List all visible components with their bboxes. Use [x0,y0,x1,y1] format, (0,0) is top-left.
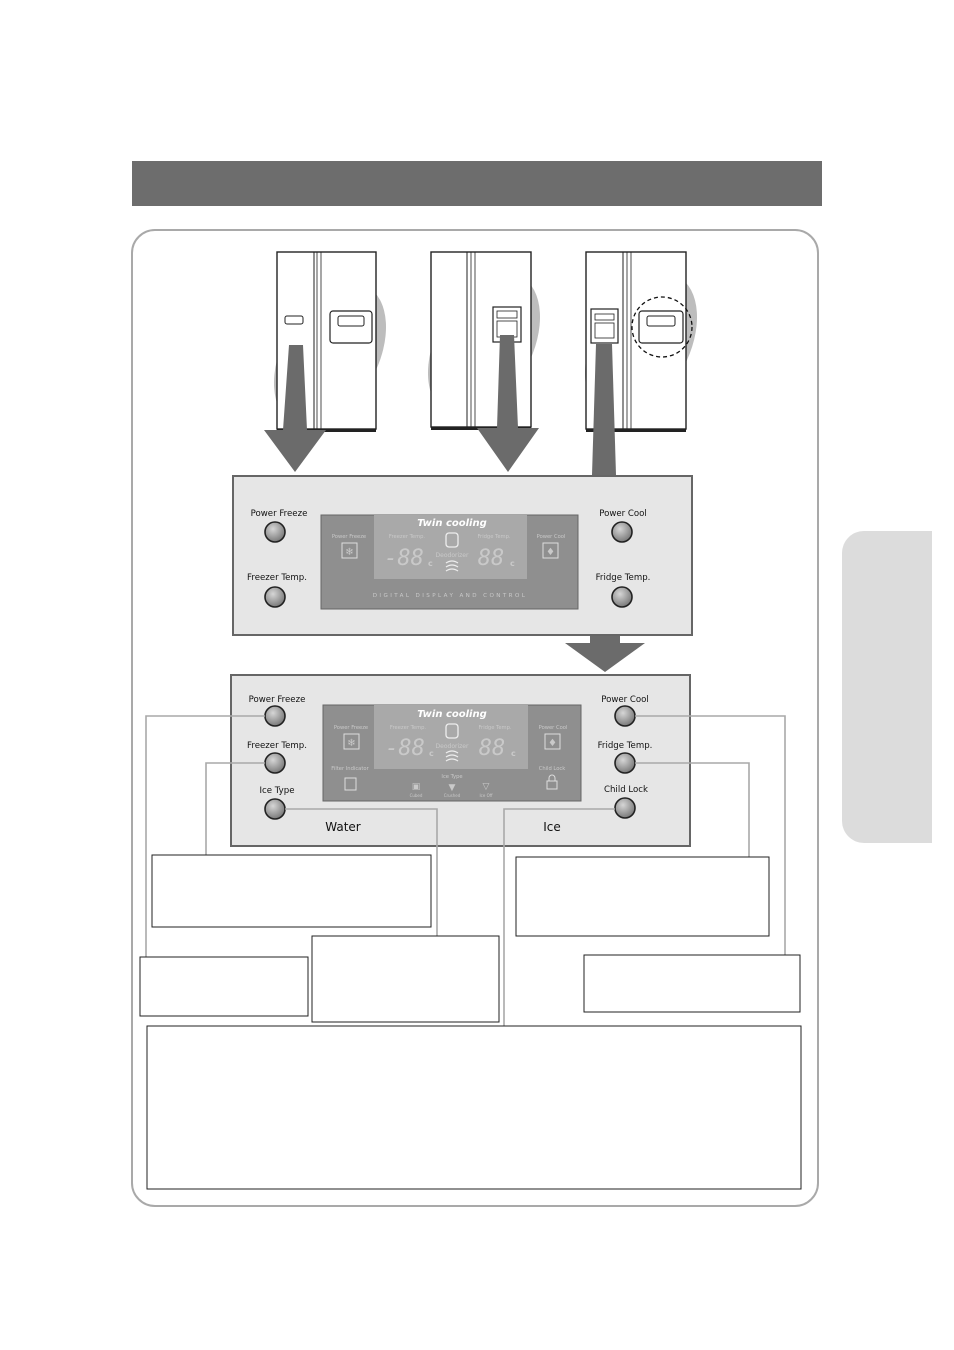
lower-label-power-freeze: Power Freeze [249,695,306,705]
lower-label-fridge-temp: Fridge Temp. [598,741,653,751]
lower-drop-glyph: ♦ [548,738,557,749]
lower-display-child-lock: Child Lock [539,766,566,772]
filter-icon [344,777,357,791]
upper-control-panel: Power Freeze Freezer Temp. Power Cool Fr… [232,475,693,636]
lower-display-freezer-unit: c [429,749,434,758]
arrow-fridge-1 [264,345,326,472]
lower-label-child-lock: Child Lock [604,785,648,795]
cubed-ice-icon: ▣ [412,782,421,792]
upper-fridge-temp-button[interactable] [611,586,633,608]
upper-label-freezer-temp: Freezer Temp. [247,573,307,583]
fridge-model-3 [584,251,698,432]
lower-display-cubed: Cubed [410,793,423,798]
drop-icon [542,542,559,559]
lock-icon [546,774,558,790]
arrow-fridge-2 [477,335,539,472]
ice-off-icon: ▽ [483,782,490,792]
wave-icon [445,560,459,572]
callout-power-cool [583,954,801,1013]
arrow-to-detail [565,636,645,672]
callout-ice-type [311,935,500,1023]
lower-child-lock-button[interactable] [614,797,636,819]
lower-label-ice: Ice [543,820,561,834]
lower-label-ice-type: Ice Type [259,786,294,796]
upper-freezer-temp-button[interactable] [264,586,286,608]
lower-display-crushed: Crushed [444,793,461,798]
fridge-model-1 [273,251,387,432]
lower-display-brand: Twin cooling [417,709,487,720]
upper-label-power-freeze: Power Freeze [251,509,308,519]
lower-display-freezer-digits: -88 [385,736,425,761]
lower-display-fridge-temp: Fridge Temp. [478,725,511,731]
lower-snowflake-glyph: ❄ [347,738,355,749]
leader-lines [145,715,786,1026]
upper-label-fridge-temp: Fridge Temp. [596,573,651,583]
lower-control-panel: Power Freeze Freezer Temp. Ice Type Wate… [230,674,691,847]
upper-display-freezer-digits: -88 [384,546,424,571]
lower-power-cool-button[interactable] [614,705,636,727]
lower-deodorizer-icon [445,723,459,739]
lower-fridge-temp-button[interactable] [614,752,636,774]
lower-display-fridge-digits: 88 [479,736,506,761]
upper-display-brand: Twin cooling [417,518,487,529]
deodorizer-icon [445,532,459,548]
lower-display-ice-off: Ice Off [479,793,492,798]
lower-label-water: Water [325,820,361,834]
header-bar [132,161,822,206]
lower-power-freeze-button[interactable] [264,705,286,727]
lower-label-power-cool: Power Cool [601,695,649,705]
lower-display-deodorizer: Deodorizer [436,743,469,750]
lower-display-power-cool: Power Cool [539,725,568,731]
figure-frame [131,229,819,1207]
lower-drop-icon [544,733,561,750]
upper-display-deodorizer: Deodorizer [436,552,469,559]
crushed-ice-icon: ▼ [449,783,456,793]
upper-display-freezer-unit: c [428,559,433,568]
upper-display-footer: DIGITAL DISPLAY AND CONTROL [373,593,528,599]
upper-display-power-cool: Power Cool [537,534,566,540]
callout-child-lock [146,1025,802,1190]
upper-display-fridge-digits: 88 [478,546,505,571]
snowflake-icon [341,542,358,559]
lower-ice-type-button[interactable] [264,798,286,820]
lower-display-ice-type: Ice Type [441,774,462,780]
lower-display-power-freeze: Power Freeze [334,725,368,731]
upper-display-power-freeze: Power Freeze [332,534,366,540]
callout-freezer-temp [151,854,432,928]
lower-display-freezer-temp: Freezer Temp. [390,725,427,731]
arrow-fridge-3 [592,344,616,475]
upper-label-power-cool: Power Cool [599,509,647,519]
lower-freezer-temp-button[interactable] [264,752,286,774]
callout-fridge-temp [515,856,770,937]
lower-display-filter-indicator: Filter Indicator [331,766,369,772]
lower-label-freezer-temp: Freezer Temp. [247,741,307,751]
lower-display-fridge-unit: c [511,749,516,758]
lower-snowflake-icon [343,733,360,750]
fridge-model-2 [427,251,541,430]
callout-power-freeze [139,956,309,1017]
snowflake-glyph: ❄ [345,547,353,558]
drop-glyph: ♦ [546,547,555,558]
upper-power-freeze-button[interactable] [264,521,286,543]
upper-display-fridge-unit: c [510,559,515,568]
upper-display-fridge-temp: Fridge Temp. [477,534,510,540]
upper-power-cool-button[interactable] [611,521,633,543]
side-tab [842,531,932,843]
callout-boxes [139,854,802,1190]
upper-display-freezer-temp: Freezer Temp. [389,534,426,540]
lower-wave-icon [445,750,459,762]
